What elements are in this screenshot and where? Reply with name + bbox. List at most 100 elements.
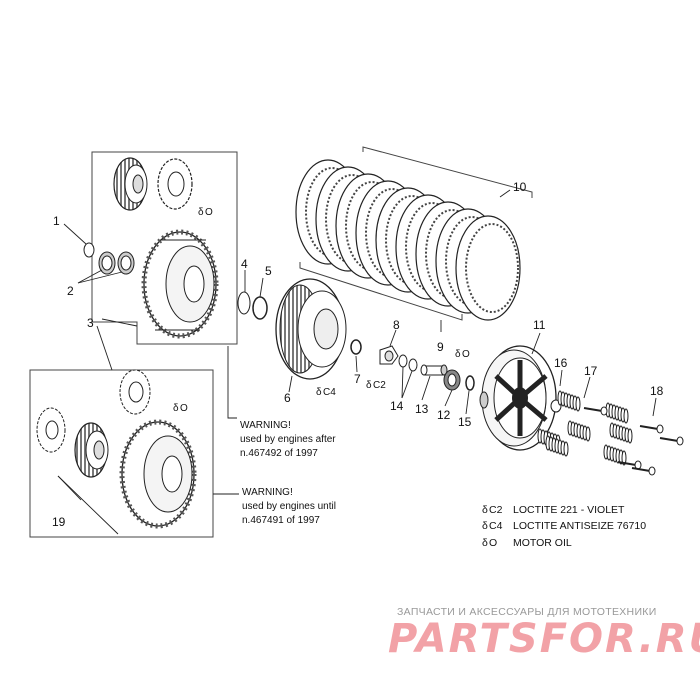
svg-text:δ: δ	[455, 349, 461, 360]
callout-5: 5	[265, 264, 272, 278]
callout-18: 18	[650, 384, 664, 398]
application-markers: δ O δ O δ O δ C2 δ C4	[173, 207, 470, 414]
svg-text:used by engines until: used by engines until	[242, 501, 336, 512]
c2-marker-nut: δ C2	[366, 380, 386, 391]
callout-numbers: 1 2 3 4 5 6 7 8 9 10 11 12 13 14 15 16 1…	[52, 180, 664, 529]
svg-text:C2: C2	[373, 380, 386, 391]
callout-7: 7	[354, 372, 361, 386]
callout-19: 19	[52, 515, 66, 529]
callout-12: 12	[437, 408, 451, 422]
spring-with-cup	[603, 444, 627, 466]
part-2-bushings	[98, 251, 135, 275]
callout-1: 1	[53, 214, 60, 228]
c4-marker-hub: δ C4	[316, 387, 336, 398]
callout-17: 17	[584, 364, 598, 378]
clutch-spring	[545, 435, 569, 457]
box-upper-variant	[91, 151, 238, 345]
lower-primary-gear	[74, 422, 109, 478]
part-6-clutch-hub	[275, 278, 347, 380]
svg-text:δ: δ	[173, 403, 179, 414]
part-13-pushrod	[420, 364, 448, 376]
part-14-washer-a	[398, 354, 408, 368]
oil-marker-lower: δ O	[173, 403, 188, 414]
leader-lines	[57, 189, 657, 535]
part-1-washer	[83, 242, 95, 258]
clutch-plate	[455, 215, 521, 321]
svg-text:used by engines after: used by engines after	[240, 434, 336, 445]
part-12-bearing	[443, 369, 461, 391]
upper-clutch-housing	[141, 229, 219, 339]
svg-text:WARNING!: WARNING!	[240, 420, 291, 431]
bolt	[659, 436, 684, 446]
part-15-oring	[465, 375, 475, 391]
svg-text:LOCTITE 221 - VIOLET: LOCTITE 221 - VIOLET	[513, 504, 625, 516]
plates-bracket-bottom	[299, 262, 463, 321]
callout-13: 13	[415, 402, 429, 416]
watermark-tagline: ЗАПЧАСТИ И АКСЕССУАРЫ ДЛЯ МОТОТЕХНИКИ	[397, 606, 657, 618]
svg-text:O: O	[205, 207, 213, 218]
legend-row-c2: δ C2 LOCTITE 221 - VIOLET	[482, 504, 625, 516]
callout-11: 11	[533, 318, 546, 332]
svg-text:δ: δ	[482, 537, 488, 549]
clutch-plate-teeth	[465, 223, 519, 313]
oil-marker-upper: δ O	[198, 207, 213, 218]
svg-text:MOTOR OIL: MOTOR OIL	[513, 537, 572, 549]
svg-text:δ: δ	[316, 387, 322, 398]
part-18-bolts	[583, 406, 684, 476]
svg-text:O: O	[489, 537, 497, 549]
svg-text:C2: C2	[489, 504, 503, 516]
svg-text:δ: δ	[366, 380, 372, 391]
svg-text:O: O	[180, 403, 188, 414]
bolt	[631, 466, 656, 476]
box-lower-variant	[29, 369, 214, 538]
part-11-pressure-plate	[479, 345, 557, 451]
lower-clutch-housing	[119, 419, 197, 529]
warning-after: WARNING! used by engines after n.467492 …	[240, 420, 336, 459]
svg-text:LOCTITE ANTISEIZE 76710: LOCTITE ANTISEIZE 76710	[513, 520, 646, 532]
callout-6: 6	[284, 391, 291, 405]
callout-15: 15	[458, 415, 472, 429]
part-14-washer-b	[408, 358, 418, 372]
svg-text:C4: C4	[489, 520, 503, 532]
part-5-washer	[252, 296, 268, 320]
warning-until: WARNING! used by engines until n.467491 …	[242, 487, 336, 526]
part-8-nut	[379, 345, 399, 365]
svg-text:n.467491 of 1997: n.467491 of 1997	[242, 515, 320, 526]
part-7-oring	[350, 339, 362, 355]
svg-text:δ: δ	[482, 504, 488, 516]
spring-with-cup	[609, 422, 633, 444]
callout-4: 4	[241, 257, 248, 271]
lower-sprocket-small	[36, 407, 66, 453]
callout-3: 3	[87, 316, 94, 330]
callout-2: 2	[67, 284, 74, 298]
oil-marker-pushrod: δ O	[455, 349, 470, 360]
bolt	[639, 424, 664, 434]
svg-text:C4: C4	[323, 387, 336, 398]
clutch-spring	[557, 390, 581, 412]
svg-text:δ: δ	[198, 207, 204, 218]
watermark-brand: PARTSFOR.RU	[388, 616, 700, 662]
svg-text:δ: δ	[482, 520, 488, 532]
callout-14: 14	[390, 399, 404, 413]
part-4-washer	[237, 291, 251, 315]
clutch-spring	[567, 420, 591, 442]
legend: δ C2 LOCTITE 221 - VIOLET δ C4 LOCTITE A…	[482, 504, 646, 549]
callout-9: 9	[437, 340, 444, 354]
svg-text:WARNING!: WARNING!	[242, 487, 293, 498]
lower-sprocket	[119, 369, 151, 415]
upper-sprocket	[157, 158, 193, 210]
bolt	[583, 406, 608, 416]
bolt	[617, 460, 642, 470]
callout-8: 8	[393, 318, 400, 332]
part-17-springs	[603, 402, 633, 466]
upper-primary-gear	[113, 157, 148, 211]
plates-bracket-top	[362, 146, 533, 198]
part-10-clutch-plates	[295, 159, 521, 321]
callout-10: 10	[513, 180, 527, 194]
svg-text:O: O	[462, 349, 470, 360]
callout-16: 16	[554, 356, 568, 370]
spring-with-cup	[605, 402, 629, 424]
part-16-springs	[537, 390, 591, 457]
legend-row-oil: δ O MOTOR OIL	[482, 537, 572, 549]
